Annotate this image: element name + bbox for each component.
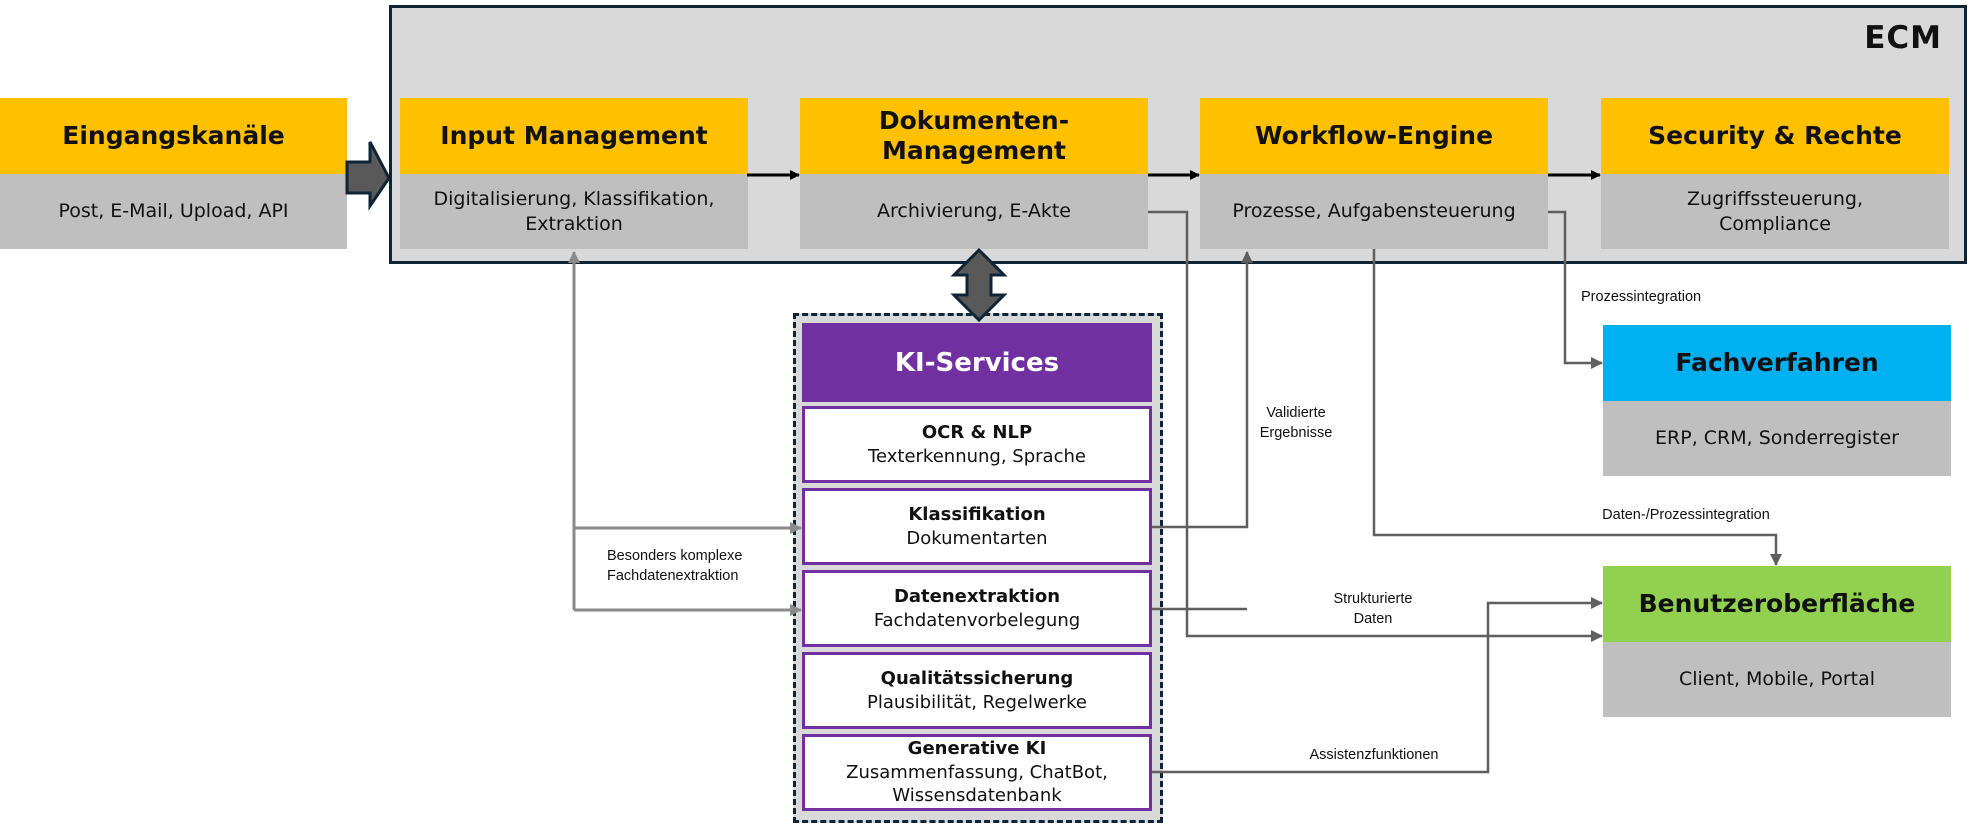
ki-item-klassifikation: Klassifikation Dokumentarten [802,488,1152,565]
ecm-ki-double-arrow [950,247,1008,323]
user-interface-card: Benutzeroberfläche Client, Mobile, Porta… [1603,566,1951,717]
label-daten-prozessintegration: Daten-/Prozessintegration [1602,507,1770,523]
ecm-label: ECM [1864,20,1942,56]
document-management-card: Dokumenten-Management Archivierung, E-Ak… [800,98,1148,249]
ki-item-generative-ki: Generative KI Zusammenfassung, ChatBot, … [802,734,1152,811]
connector-workflow-to-ui [1372,249,1782,566]
ki-item-title: Generative KI [907,738,1047,760]
ki-item-title: Datenextraktion [893,586,1061,608]
ki-item-datenextraktion: Datenextraktion Fachdatenvorbelegung [802,570,1152,647]
document-management-title: Dokumenten-Management [800,98,1148,174]
label-prozessintegration: Prozessintegration [1581,289,1702,305]
ki-item-description: Texterkennung, Sprache [868,445,1086,467]
input-channels-card: Eingangskanäle Post, E-Mail, Upload, API [0,98,347,249]
ki-item-description: Fachdatenvorbelegung [873,609,1081,631]
input-management-card: Input Management Digitalisierung, Klassi… [400,98,748,249]
input-management-title: Input Management [400,98,748,174]
label-validierte-2: Ergebnisse [1259,425,1333,441]
connector-workflow-to-fachverfahren [1548,210,1603,369]
workflow-engine-description: Prozesse, Aufgabensteuerung [1200,174,1548,249]
fachverfahren-description: ERP, CRM, Sonderregister [1603,401,1951,476]
ki-item-title: Klassifikation [908,504,1046,526]
label-besonders-1: Besonders komplexe [607,548,743,564]
ki-item-description: Zusammenfassung, ChatBot, Wissensdatenba… [846,761,1108,807]
label-validierte-1: Validierte [1266,405,1326,421]
user-interface-title: Benutzeroberfläche [1603,566,1951,642]
label-strukturierte-2: Daten [1353,611,1393,627]
security-description: Zugriffssteuerung, Compliance [1601,174,1949,249]
ki-item-ocr-nlp: OCR & NLP Texterkennung, Sprache [802,406,1152,483]
ki-item-title: OCR & NLP [921,422,1033,444]
fachverfahren-card: Fachverfahren ERP, CRM, Sonderregister [1603,325,1951,476]
security-card: Security & Rechte Zugriffssteuerung, Com… [1601,98,1949,249]
input-channels-title: Eingangskanäle [0,98,347,174]
workflow-engine-card: Workflow-Engine Prozesse, Aufgabensteuer… [1200,98,1548,249]
ki-item-description: Dokumentarten [906,527,1048,549]
ki-item-qualitaetssicherung: Qualitätssicherung Plausibilität, Regelw… [802,652,1152,729]
ki-services-title: KI-Services [802,323,1152,402]
label-besonders-2: Fachdatenextraktion [607,568,739,584]
input-flow-arrow [345,141,391,211]
user-interface-description: Client, Mobile, Portal [1603,642,1951,717]
connector-genai-to-ui [1152,597,1603,774]
connector-klassifikation-to-workflow [1152,251,1253,529]
input-channels-description: Post, E-Mail, Upload, API [0,174,347,249]
connector-document-to-ui [1148,210,1603,642]
security-title: Security & Rechte [1601,98,1949,174]
input-management-description: Digitalisierung, Klassifikation, Extrakt… [400,174,748,249]
fachverfahren-title: Fachverfahren [1603,325,1951,401]
workflow-engine-title: Workflow-Engine [1200,98,1548,174]
label-assistenzfunktionen: Assistenzfunktionen [1309,747,1439,763]
ki-item-title: Qualitätssicherung [880,668,1074,690]
ki-item-description: Plausibilität, Regelwerke [866,691,1088,713]
document-management-description: Archivierung, E-Akte [800,174,1148,249]
label-strukturierte-1: Strukturierte [1333,591,1413,607]
